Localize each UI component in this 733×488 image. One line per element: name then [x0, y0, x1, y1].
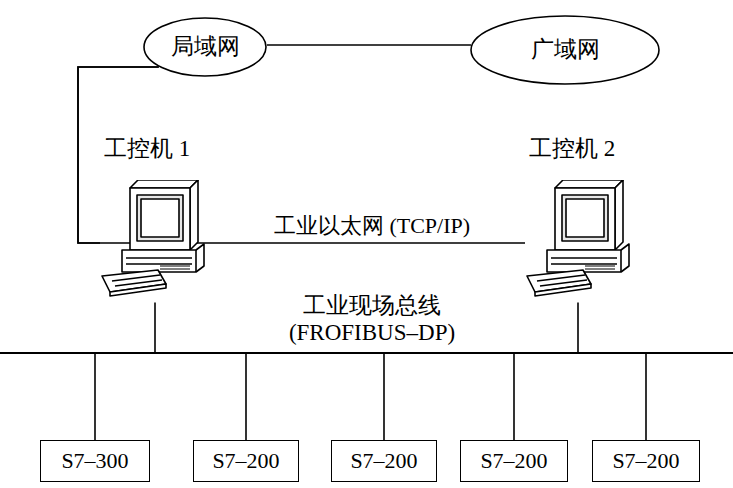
- network-connector: [267, 44, 471, 46]
- network-connector: [645, 354, 647, 440]
- network-connector: [94, 354, 96, 440]
- plc-box: S7–200: [460, 440, 568, 482]
- computer-label: 工控机 1: [104, 136, 212, 162]
- node-label: S7–200: [480, 448, 547, 473]
- network-ellipse: 局域网: [143, 17, 267, 77]
- computer-node: 工控机 2: [525, 136, 637, 302]
- network-connector: [154, 302, 156, 352]
- node-label: S7–200: [612, 448, 679, 473]
- node-label: S7–300: [61, 448, 128, 473]
- plc-box: S7–200: [331, 440, 437, 482]
- computer-icon: [100, 180, 212, 302]
- network-connector: [513, 354, 515, 440]
- network-connector: [245, 354, 247, 440]
- computer-icon: [525, 180, 637, 302]
- node-label: S7–200: [350, 448, 417, 473]
- network-connector: [383, 354, 385, 440]
- network-connector: [577, 302, 579, 352]
- connector-label: 工业以太网 (TCP/IP): [271, 213, 473, 238]
- network-connector: [78, 67, 525, 243]
- computer-node: 工控机 1: [100, 136, 212, 302]
- plc-box: S7–200: [193, 440, 299, 482]
- computer-label: 工控机 2: [529, 136, 637, 162]
- node-label: 广域网: [531, 37, 600, 63]
- bus-label: 工业现场总线 (FROFIBUS–DP): [272, 293, 472, 346]
- node-label: 局域网: [171, 34, 240, 60]
- network-ellipse: 广域网: [470, 15, 660, 85]
- plc-box: S7–300: [40, 440, 150, 482]
- node-label: S7–200: [212, 448, 279, 473]
- plc-box: S7–200: [592, 440, 700, 482]
- fieldbus-line: 工业现场总线 (FROFIBUS–DP): [0, 352, 733, 354]
